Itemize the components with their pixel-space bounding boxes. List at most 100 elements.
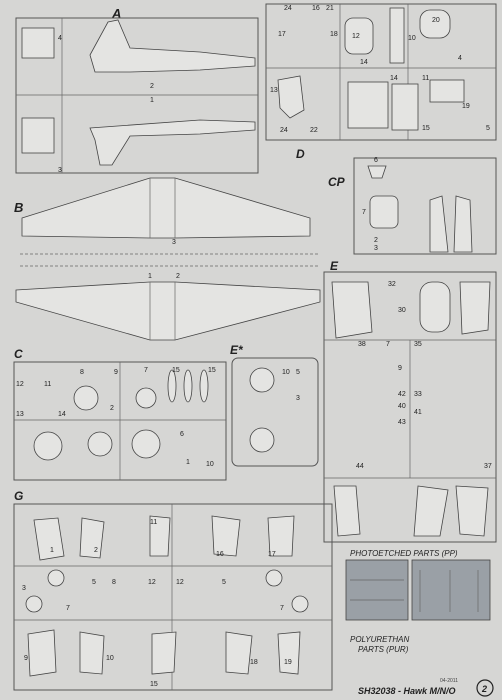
wheel-2 bbox=[265, 569, 283, 587]
svg-text:10: 10 bbox=[408, 35, 416, 42]
sprue-d: 12 10 20 13 15 19 24 16 21 17 18 14 14 1… bbox=[265, 3, 497, 161]
svg-text:13: 13 bbox=[16, 411, 24, 418]
part-e-door-3 bbox=[455, 485, 489, 537]
part-g2 bbox=[79, 517, 105, 559]
svg-text:32: 32 bbox=[388, 281, 396, 288]
svg-text:37: 37 bbox=[484, 463, 492, 470]
svg-text:13: 13 bbox=[270, 87, 278, 94]
part-cp7 bbox=[369, 195, 399, 229]
photoetched-label: PHOTOETCHED PARTS (PP) bbox=[350, 549, 458, 558]
svg-text:11: 11 bbox=[44, 381, 51, 388]
part-e-flap-left bbox=[331, 281, 373, 339]
svg-text:15: 15 bbox=[208, 367, 216, 374]
svg-text:5: 5 bbox=[296, 369, 300, 376]
sprue-e: E 32 30 38 7 9 42 40 43 35 33 41 44 37 bbox=[323, 259, 497, 543]
photoetched-fret-1 bbox=[345, 559, 409, 621]
svg-text:12: 12 bbox=[352, 33, 360, 40]
part-d15 bbox=[391, 83, 419, 131]
svg-text:22: 22 bbox=[310, 127, 318, 134]
sprue-b: B 3 1 2 bbox=[14, 177, 321, 341]
svg-text:19: 19 bbox=[462, 103, 470, 110]
part-g19 bbox=[277, 631, 301, 675]
polyurethan-section: POLYURETHAN PARTS (PUR) bbox=[350, 635, 410, 654]
svg-text:30: 30 bbox=[398, 307, 406, 314]
svg-text:1: 1 bbox=[148, 273, 152, 280]
svg-text:14: 14 bbox=[360, 59, 368, 66]
wing-lower bbox=[15, 281, 321, 341]
svg-text:4: 4 bbox=[458, 55, 462, 62]
svg-text:6: 6 bbox=[374, 157, 378, 164]
part-g18 bbox=[225, 631, 253, 675]
sprue-e-star-frame bbox=[231, 357, 319, 467]
sprue-g: G 1 2 11 16 17 3 5 8 12 12 5 7 7 9 10 15… bbox=[13, 489, 333, 691]
svg-text:4: 4 bbox=[58, 35, 62, 42]
svg-text:14: 14 bbox=[390, 75, 398, 82]
part-a3 bbox=[21, 117, 55, 154]
canopy-left bbox=[429, 195, 449, 253]
fuselage-left-half bbox=[89, 19, 256, 73]
svg-text:2: 2 bbox=[176, 273, 180, 280]
wheel-1 bbox=[47, 569, 65, 587]
sprue-cp-frame bbox=[353, 157, 497, 255]
sprue-a-frame bbox=[15, 17, 259, 174]
svg-text:2: 2 bbox=[94, 547, 98, 554]
part-d-panel bbox=[347, 81, 389, 129]
svg-text:15: 15 bbox=[150, 681, 158, 688]
svg-text:5: 5 bbox=[222, 579, 226, 586]
sprue-a-label: A bbox=[111, 6, 121, 21]
svg-text:15: 15 bbox=[422, 125, 430, 132]
svg-text:12: 12 bbox=[176, 579, 184, 586]
svg-text:9: 9 bbox=[398, 365, 402, 372]
wheel-3 bbox=[25, 595, 43, 613]
svg-text:18: 18 bbox=[330, 31, 338, 38]
svg-text:41: 41 bbox=[414, 409, 422, 416]
svg-text:17: 17 bbox=[268, 551, 276, 558]
svg-text:16: 16 bbox=[312, 5, 320, 12]
sprue-g-label: G bbox=[14, 489, 23, 503]
svg-text:9: 9 bbox=[114, 369, 118, 376]
svg-text:10: 10 bbox=[206, 461, 214, 468]
svg-text:3: 3 bbox=[374, 245, 378, 252]
polyurethan-label-line1: POLYURETHAN bbox=[350, 635, 410, 644]
canopy-right bbox=[453, 195, 473, 253]
photoetched-fret-2 bbox=[411, 559, 491, 621]
part-e-door-2 bbox=[413, 485, 449, 537]
sprue-cp: CP 6 7 2 3 bbox=[328, 157, 497, 255]
sprue-e-star: E* 10 5 3 bbox=[230, 343, 319, 467]
part-e-wheelwell bbox=[419, 281, 451, 333]
svg-text:24: 24 bbox=[284, 5, 292, 12]
svg-text:20: 20 bbox=[432, 17, 440, 24]
svg-text:33: 33 bbox=[414, 391, 422, 398]
svg-text:3: 3 bbox=[172, 239, 176, 246]
svg-text:5: 5 bbox=[486, 125, 490, 132]
svg-text:21: 21 bbox=[326, 5, 334, 12]
svg-text:7: 7 bbox=[362, 209, 366, 216]
part-d19 bbox=[429, 79, 465, 103]
svg-text:2: 2 bbox=[374, 237, 378, 244]
svg-text:24: 24 bbox=[280, 127, 288, 134]
page-number-circle bbox=[476, 679, 494, 697]
sprue-c: C 8 9 12 11 13 14 2 7 15 15 6 1 10 bbox=[13, 347, 227, 481]
svg-text:35: 35 bbox=[414, 341, 422, 348]
sprue-d-label: D bbox=[296, 147, 305, 161]
svg-text:1: 1 bbox=[50, 547, 54, 554]
svg-text:11: 11 bbox=[422, 75, 429, 82]
part-cp6 bbox=[367, 165, 387, 179]
svg-text:12: 12 bbox=[148, 579, 156, 586]
part-e-flap-right bbox=[459, 281, 491, 335]
sprue-b-label: B bbox=[14, 200, 23, 215]
wheel-4 bbox=[291, 595, 309, 613]
engine-cylinders bbox=[33, 431, 63, 461]
svg-text:17: 17 bbox=[278, 31, 286, 38]
svg-text:10: 10 bbox=[106, 655, 114, 662]
prop-blade-3 bbox=[199, 369, 209, 403]
footer-code: SH32038 - Hawk M/N/O bbox=[358, 686, 456, 696]
part-g17 bbox=[267, 515, 295, 557]
svg-text:7: 7 bbox=[280, 605, 284, 612]
footer-date: 04-2011 bbox=[440, 678, 458, 684]
svg-text:7: 7 bbox=[66, 605, 70, 612]
svg-text:1: 1 bbox=[150, 97, 154, 104]
sprue-e-frame bbox=[323, 271, 497, 543]
svg-text:11: 11 bbox=[150, 519, 157, 526]
